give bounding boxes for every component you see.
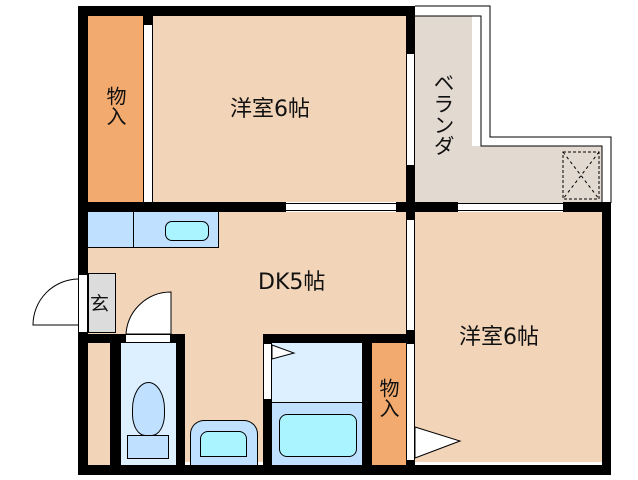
wall-veranda-v2 (406, 165, 415, 220)
wall-right (602, 203, 611, 475)
closet-1-floor (88, 16, 143, 202)
outdoor-unit-icon (562, 151, 600, 200)
entrance-floor (88, 273, 116, 333)
sliding-door-room1-dk[interactable] (286, 203, 396, 211)
wall-mid-h2 (396, 202, 458, 212)
wall-bottom (78, 465, 611, 475)
western-room-1-floor (153, 16, 406, 202)
veranda-label: ベランダ (431, 72, 456, 156)
wall-left-lower (78, 333, 88, 474)
hall-strip-floor (88, 343, 110, 465)
western-room-1-label: 洋室6帖 (230, 97, 310, 122)
sink-icon (165, 221, 209, 241)
sliding-door-dk-room2[interactable] (406, 220, 415, 330)
closet-2-label: 物入 (376, 378, 400, 418)
closet2-door-swing-icon (414, 426, 462, 459)
wall-left (78, 6, 88, 274)
entrance-label: 玄 (90, 293, 110, 315)
window-room2-veranda[interactable] (458, 203, 563, 211)
closet2-door[interactable] (406, 344, 415, 460)
wall-mid-h3 (563, 202, 611, 212)
western-room-2-label: 洋室6帖 (459, 325, 539, 350)
closet-2-floor (372, 343, 406, 465)
wall-top (78, 6, 415, 16)
wall-veranda-v1 (406, 6, 415, 54)
wall-rooms-v-bottom (406, 460, 415, 475)
toilet-bowl-icon (132, 382, 165, 436)
bath-door-swing-icon (271, 344, 296, 360)
wall-bath-top (263, 334, 415, 343)
wall-closet2-left (362, 343, 372, 470)
dining-kitchen-label: DK5帖 (258, 270, 326, 295)
bath-door[interactable] (263, 343, 272, 400)
toilet-tank-icon (127, 435, 169, 459)
western-room-2-floor (415, 212, 602, 462)
counter-divider (133, 212, 134, 248)
wall-bath-left (263, 400, 272, 470)
wall-toilet-right (176, 334, 185, 474)
wall-closet1-divider (143, 16, 153, 25)
closet-1-label: 物入 (103, 86, 127, 126)
wall-toilet-top-l (78, 334, 125, 343)
wall-toilet-left (110, 334, 121, 474)
veranda-floor-ext (415, 146, 602, 203)
toilet-door-swing-icon (125, 291, 172, 335)
bathtub-icon (279, 414, 357, 457)
entrance-door-swing-icon (32, 278, 79, 326)
window-room1-veranda[interactable] (406, 54, 415, 165)
sliding-door-closet1[interactable] (143, 25, 153, 202)
wall-mid-h (78, 202, 286, 212)
entrance-door-frame[interactable] (78, 274, 88, 333)
washbasin-bowl-icon (200, 431, 247, 457)
